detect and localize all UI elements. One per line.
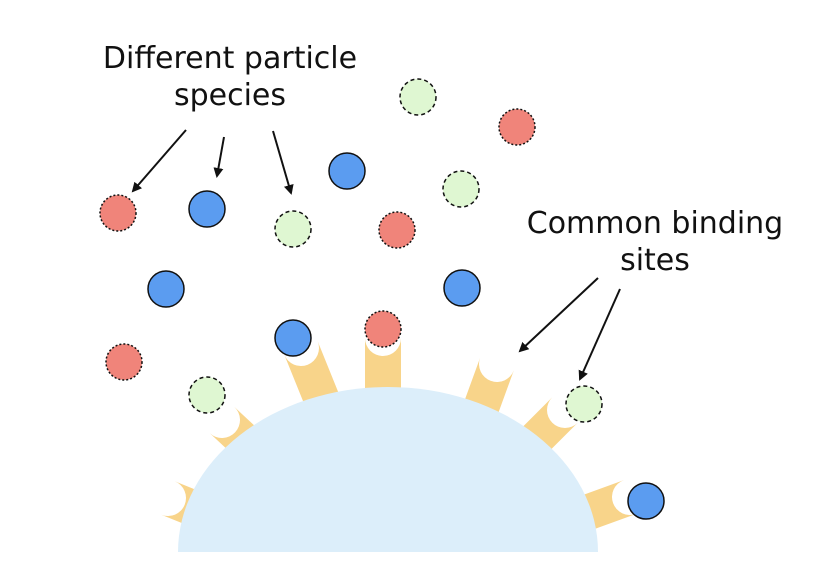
particle-species-label: Different particle species xyxy=(95,40,365,114)
receptor xyxy=(284,341,341,411)
red-particle xyxy=(364,310,402,348)
annotation-arrows xyxy=(131,129,621,381)
particles xyxy=(99,78,536,381)
blue-particle xyxy=(147,270,185,308)
binding-sites-label: Common binding sites xyxy=(520,205,790,279)
blue-particle xyxy=(443,269,481,307)
binding-sites-label-line2: sites xyxy=(620,243,690,278)
arrow-to-blue-particle xyxy=(213,136,225,178)
red-particle xyxy=(498,108,536,146)
particle-species-label-line1: Different particle xyxy=(102,41,358,76)
red-particle xyxy=(99,194,137,232)
green-particle xyxy=(188,376,226,414)
green-particle xyxy=(399,78,437,116)
binding-sites-label-line1: Common binding xyxy=(526,206,784,241)
green-particle xyxy=(565,385,603,423)
blue-particle xyxy=(328,152,366,190)
arrow-to-green-particle xyxy=(272,130,294,195)
arrow-to-empty-site xyxy=(518,277,599,353)
receptor xyxy=(365,338,401,398)
blue-particle xyxy=(627,482,665,520)
bound-particles xyxy=(188,310,665,520)
red-particle xyxy=(105,343,143,381)
arrow-to-red-particle xyxy=(131,129,187,193)
green-particle xyxy=(274,210,312,248)
cell-surface xyxy=(178,387,598,552)
blue-particle xyxy=(274,319,312,357)
arrow-to-bound-site xyxy=(578,288,621,381)
red-particle xyxy=(378,211,416,249)
green-particle xyxy=(442,170,480,208)
blue-particle xyxy=(188,190,226,228)
particle-species-label-line2: species xyxy=(173,78,287,113)
